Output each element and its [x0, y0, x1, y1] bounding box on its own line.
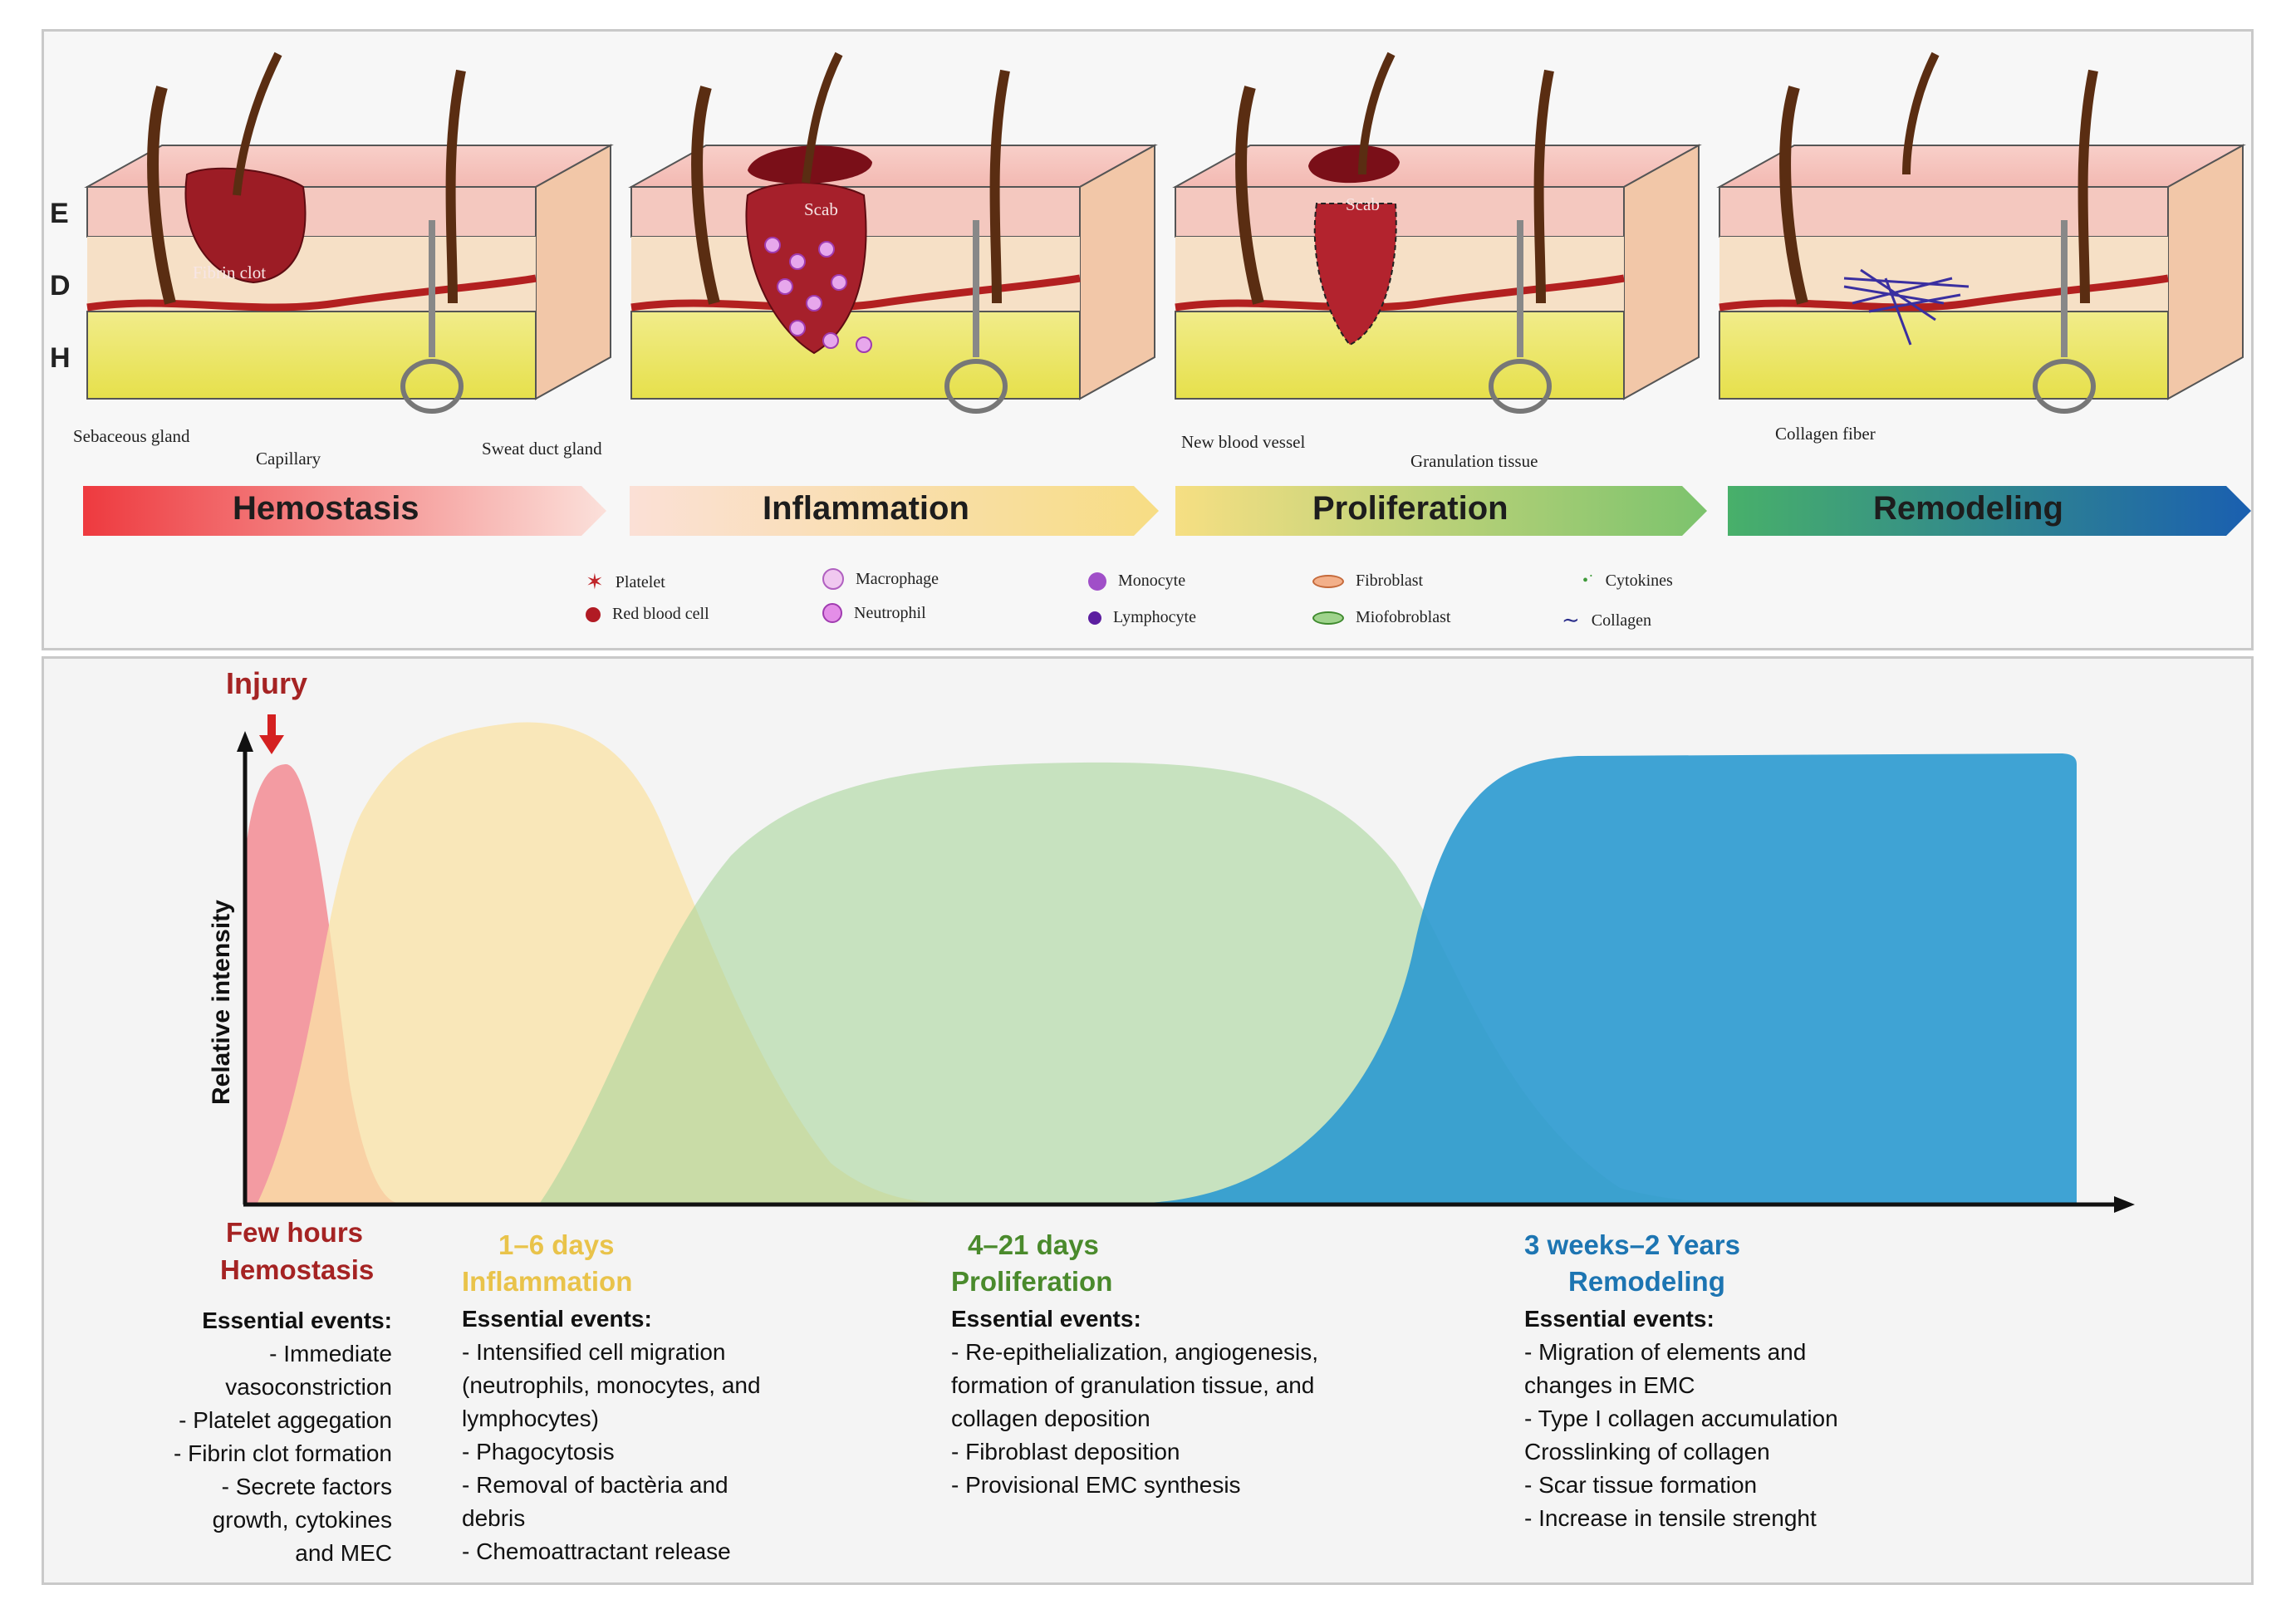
legend-platelet: ✶ Platelet	[586, 570, 665, 594]
inflammation-events: Essential events: - Intensified cell mig…	[462, 1306, 761, 1564]
legend-myofibroblast: Miofobroblast	[1312, 608, 1450, 627]
capillary-label: Capillary	[256, 449, 321, 469]
remodeling-curve	[1146, 753, 2077, 1203]
legend-cytokines: •˙ Cytokines	[1582, 572, 1673, 590]
granulation-tissue-label: Granulation tissue	[1410, 451, 1538, 471]
hemostasis-time: Few hours	[226, 1217, 364, 1248]
remodeling-time: 3 weeks–2 Years	[1524, 1229, 1740, 1260]
scab-label-proliferation: Scab	[1346, 194, 1380, 214]
y-axis-arrowhead	[237, 731, 253, 752]
legend-monocyte: Monocyte	[1088, 572, 1185, 591]
proliferation-time: 4–21 days	[968, 1229, 1099, 1260]
y-axis-label: Relative intensity	[208, 900, 236, 1105]
x-axis-arrowhead	[2114, 1196, 2135, 1213]
legend-lymphocyte: Lymphocyte	[1088, 608, 1196, 627]
monocyte-icon	[1088, 572, 1106, 591]
inflammation-time: 1–6 days	[498, 1229, 615, 1260]
cytokines-icon: •˙	[1582, 572, 1594, 590]
collagen-fiber-label: Collagen fiber	[1775, 424, 1876, 444]
inflammation-title: Inflammation	[462, 1266, 633, 1297]
layer-label-epidermis: E	[50, 198, 69, 229]
collagen-icon: ∼	[1562, 608, 1580, 632]
remodeling-title: Remodeling	[1568, 1266, 1725, 1297]
legend-macrophage: Macrophage	[822, 568, 939, 590]
neutrophil-icon	[822, 603, 842, 623]
macrophage-icon	[822, 568, 844, 590]
inflammation-arrow	[630, 486, 1159, 536]
proliferation-title: Proliferation	[951, 1266, 1113, 1297]
skin-block-proliferation	[1172, 52, 1702, 414]
injury-arrow-shaft	[267, 714, 276, 738]
inflammation-arrow-label: Inflammation	[763, 490, 969, 527]
hemostasis-arrow-label: Hemostasis	[233, 490, 419, 527]
legend-neutrophil: Neutrophil	[822, 603, 926, 623]
remodeling-events: Essential events: - Migration of element…	[1524, 1306, 1838, 1531]
remodeling-arrow	[1728, 486, 2251, 536]
new-blood-vessel-label: New blood vessel	[1181, 432, 1306, 452]
skin-illustrations	[83, 52, 2251, 536]
skin-block-inflammation	[628, 52, 1158, 414]
myofibroblast-icon	[1312, 611, 1344, 625]
remodeling-arrow-label: Remodeling	[1873, 490, 2063, 527]
skin-block-remodeling	[1716, 52, 2246, 414]
proliferation-arrow	[1175, 486, 1707, 536]
proliferation-events: Essential events: - Re-epithelialization…	[951, 1306, 1319, 1498]
injury-label: Injury	[226, 666, 308, 700]
hemostasis-arrow	[83, 486, 606, 536]
scab-label-inflammation: Scab	[804, 199, 838, 219]
sebaceous-gland-label: Sebaceous gland	[73, 426, 190, 446]
legend-red-blood-cell: Red blood cell	[586, 605, 709, 624]
layer-label-hypodermis: H	[50, 342, 71, 374]
skin-block-hemostasis	[84, 52, 614, 414]
fibroblast-icon	[1312, 574, 1344, 588]
legend-fibroblast: Fibroblast	[1312, 572, 1423, 591]
sweat-duct-gland-label: Sweat duct gland	[482, 439, 602, 459]
hemostasis-title: Hemostasis	[220, 1254, 375, 1285]
fibrin-clot-label: Fibrin clot	[193, 262, 267, 282]
red-blood-cell-icon	[586, 606, 601, 622]
lymphocyte-icon	[1088, 611, 1101, 625]
platelet-icon: ✶	[586, 570, 604, 594]
proliferation-arrow-label: Proliferation	[1312, 490, 1508, 527]
layer-label-dermis: D	[50, 270, 71, 302]
legend-collagen: ∼ Collagen	[1562, 608, 1652, 632]
injury-arrow-head	[259, 735, 284, 754]
hemostasis-events: Essential events: - Immediate vasoconstr…	[174, 1308, 392, 1566]
